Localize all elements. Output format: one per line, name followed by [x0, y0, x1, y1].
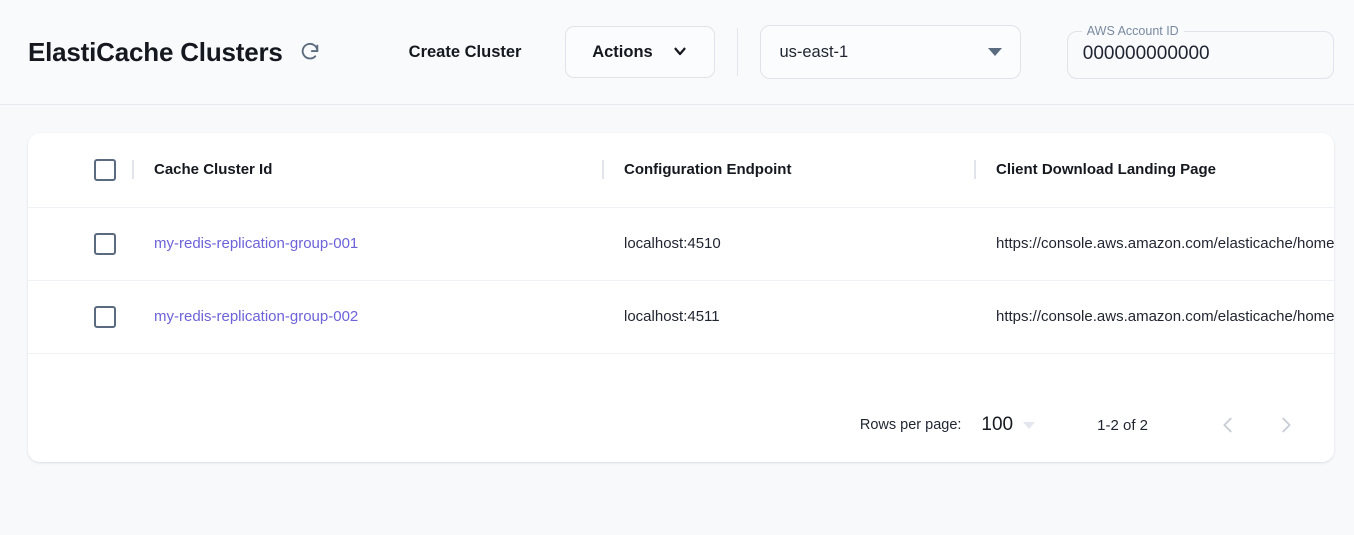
clusters-table-card: Cache Cluster Id Configuration Endpoint … [28, 133, 1334, 462]
refresh-icon[interactable] [297, 39, 323, 65]
chevron-left-icon [1223, 417, 1232, 433]
cell-cluster-id: my-redis-replication-group-001 [132, 207, 602, 281]
header-divider [737, 28, 739, 76]
column-header-config-endpoint[interactable]: Configuration Endpoint [602, 133, 974, 208]
row-checkbox[interactable] [94, 305, 116, 328]
table-row[interactable]: my-redis-replication-group-001 localhost… [28, 207, 1334, 281]
column-divider [974, 160, 976, 180]
previous-page-button[interactable] [1206, 403, 1250, 447]
cell-cluster-id: my-redis-replication-group-002 [132, 280, 602, 354]
table-pagination: Rows per page: 100 1-2 of 2 [28, 388, 1334, 462]
next-page-button[interactable] [1264, 403, 1308, 447]
content-area: Cache Cluster Id Configuration Endpoint … [0, 105, 1354, 535]
table-body: my-redis-replication-group-001 localhost… [28, 207, 1334, 354]
actions-button[interactable]: Actions [565, 26, 716, 78]
row-select-cell [28, 280, 132, 354]
cell-landing-page: https://console.aws.amazon.com/elasticac… [974, 207, 1334, 281]
aws-account-id-field[interactable]: AWS Account ID [1066, 25, 1334, 79]
region-select[interactable]: us-east-1 [760, 25, 1021, 79]
row-checkbox[interactable] [94, 232, 116, 255]
triangle-down-icon[interactable] [1023, 421, 1036, 429]
column-divider [602, 160, 604, 180]
create-cluster-button[interactable]: Create Cluster [399, 35, 532, 70]
column-header-label: Client Download Landing Page [996, 161, 1217, 179]
rows-per-page-label: Rows per page: [859, 417, 962, 433]
select-all-checkbox[interactable] [94, 158, 116, 181]
column-header-label: Cache Cluster Id [154, 161, 273, 179]
title-group: ElastiCache Clusters [28, 37, 323, 68]
cell-landing-page: https://console.aws.amazon.com/elasticac… [974, 280, 1334, 354]
column-header-cluster-id[interactable]: Cache Cluster Id [132, 133, 602, 208]
chevron-down-icon [671, 42, 689, 63]
table-header-row: Cache Cluster Id Configuration Endpoint … [28, 133, 1334, 208]
rows-per-page-select[interactable]: 100 [981, 414, 1014, 435]
table-row[interactable]: my-redis-replication-group-002 localhost… [28, 280, 1334, 354]
chevron-right-icon [1282, 417, 1291, 433]
column-header-label: Configuration Endpoint [624, 161, 792, 179]
pagination-range-label: 1-2 of 2 [1097, 416, 1148, 434]
table-head: Cache Cluster Id Configuration Endpoint … [28, 133, 1334, 208]
refresh-icon-glyph [301, 42, 318, 60]
row-select-cell [28, 207, 132, 281]
cell-config-endpoint: localhost:4510 [602, 207, 974, 281]
region-select-value: us-east-1 [779, 42, 849, 61]
cell-config-endpoint: localhost:4511 [602, 280, 974, 354]
app-header-bar: ElastiCache Clusters Create Cluster Acti… [0, 0, 1354, 105]
cluster-id-link[interactable]: my-redis-replication-group-002 [154, 308, 359, 325]
clusters-table: Cache Cluster Id Configuration Endpoint … [28, 133, 1334, 354]
column-divider [132, 160, 134, 180]
select-all-header-cell [28, 133, 132, 208]
aws-account-id-input[interactable] [1066, 25, 1334, 79]
triangle-down-icon [987, 48, 1002, 56]
cluster-id-link[interactable]: my-redis-replication-group-001 [154, 235, 359, 252]
actions-button-label: Actions [592, 42, 653, 61]
column-header-landing-page[interactable]: Client Download Landing Page [974, 133, 1334, 208]
page-title: ElastiCache Clusters [28, 36, 283, 67]
